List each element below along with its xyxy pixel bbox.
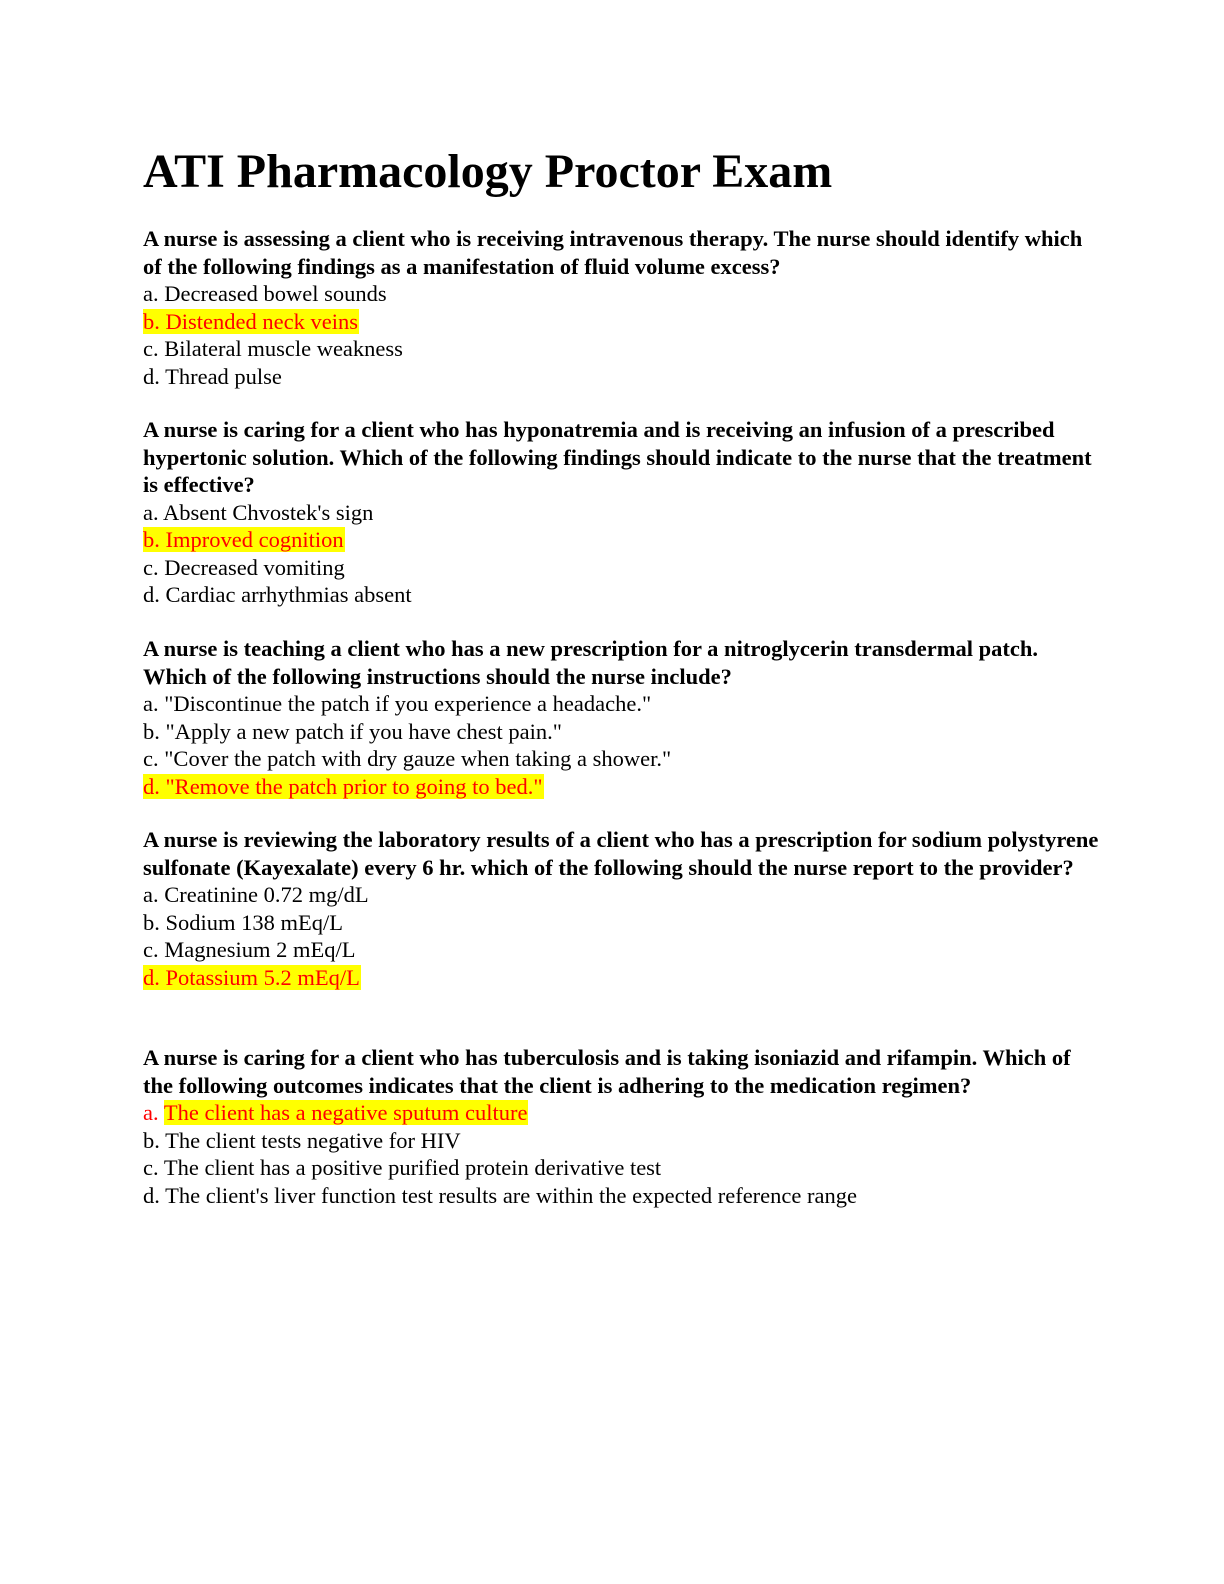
answer-option-d-correct: d. Potassium 5.2 mEq/L (143, 964, 1103, 992)
option-text: The client has a negative sputum culture (163, 1100, 528, 1125)
option-text: Potassium 5.2 mEq/L (165, 964, 360, 990)
correct-answer-highlight: b. Distended neck veins (143, 308, 359, 334)
option-letter: d. (143, 582, 160, 607)
option-letter: d. (143, 1182, 160, 1208)
answer-option-b: b. "Apply a new patch if you have chest … (143, 718, 1103, 746)
option-letter: a. (143, 882, 159, 907)
correct-answer-highlight: b. Improved cognition (143, 527, 345, 552)
correct-answer-highlight: d. Potassium 5.2 mEq/L (143, 964, 361, 990)
correct-answer-highlight: d. "Remove the patch prior to going to b… (143, 773, 544, 799)
option-text: Decreased vomiting (164, 554, 345, 580)
answer-option-a-correct: a. The client has a negative sputum cult… (143, 1099, 1103, 1127)
question-block: A nurse is reviewing the laboratory resu… (143, 826, 1103, 991)
answer-option-a: a. Creatinine 0.72 mg/dL (143, 881, 1103, 909)
answer-option-c: c. "Cover the patch with dry gauze when … (143, 745, 1103, 773)
answer-option-a: a. Decreased bowel sounds (143, 280, 1103, 308)
question-block: A nurse is caring for a client who has t… (143, 1044, 1103, 1209)
answer-option-d-correct: d. "Remove the patch prior to going to b… (143, 773, 1103, 801)
option-letter: c. (143, 1155, 159, 1180)
option-text: The client has a positive purified prote… (163, 1155, 662, 1180)
option-letter: c. (143, 937, 159, 962)
answer-option-b-correct: b. Distended neck veins (143, 308, 1103, 336)
question-prompt: A nurse is assessing a client who is rec… (143, 226, 1083, 279)
question-prompt: A nurse is caring for a client who has t… (143, 1045, 1071, 1098)
option-text: "Apply a new patch if you have chest pai… (165, 718, 562, 744)
question-block: A nurse is caring for a client who has h… (143, 416, 1103, 609)
question-prompt: A nurse is teaching a client who has a n… (143, 636, 1038, 689)
answer-option-b: b. The client tests negative for HIV (143, 1127, 1103, 1155)
option-text: The client tests negative for HIV (165, 1127, 461, 1153)
question-prompt: A nurse is reviewing the laboratory resu… (143, 827, 1099, 880)
option-text: "Remove the patch prior to going to bed.… (165, 773, 543, 799)
option-letter: b. (143, 308, 160, 334)
page-title: ATI Pharmacology Proctor Exam (143, 145, 833, 198)
option-text: Absent Chvostek's sign (163, 499, 374, 525)
option-letter: b. (143, 718, 160, 744)
option-letter: b. (143, 909, 160, 935)
option-letter: d. (143, 363, 160, 389)
answer-option-d: d. Cardiac arrhythmias absent (143, 581, 1103, 609)
option-text: Decreased bowel sounds (164, 281, 387, 306)
option-letter: d. (143, 773, 160, 799)
option-letter: c. (143, 554, 159, 580)
answer-option-b: b. Sodium 138 mEq/L (143, 909, 1103, 937)
option-letter: a. (143, 691, 159, 716)
answer-option-c: c. The client has a positive purified pr… (143, 1154, 1103, 1182)
answer-option-d: d. The client's liver function test resu… (143, 1182, 1103, 1210)
option-text: The client's liver function test results… (165, 1182, 857, 1208)
option-letter: c. (143, 746, 159, 771)
answer-option-a: a. "Discontinue the patch if you experie… (143, 690, 1103, 718)
option-text: Thread pulse (165, 363, 282, 389)
option-text: Bilateral muscle weakness (164, 336, 403, 361)
option-text: Improved cognition (165, 527, 344, 552)
option-letter: a. (143, 1100, 159, 1125)
answer-option-b-correct: b. Improved cognition (143, 526, 1103, 554)
option-text: Creatinine 0.72 mg/dL (164, 882, 369, 907)
question-prompt: A nurse is caring for a client who has h… (143, 417, 1092, 497)
answer-option-c: c. Magnesium 2 mEq/L (143, 936, 1103, 964)
option-text: Distended neck veins (165, 308, 358, 334)
correct-answer-highlight: The client has a negative sputum culture (163, 1100, 529, 1125)
option-letter: b. (143, 527, 160, 552)
answer-option-a: a. Absent Chvostek's sign (143, 499, 1103, 527)
question-block: A nurse is teaching a client who has a n… (143, 635, 1103, 800)
answer-option-c: c. Decreased vomiting (143, 554, 1103, 582)
option-letter: b. (143, 1127, 160, 1153)
option-letter: d. (143, 964, 160, 990)
option-letter: a. (143, 499, 159, 525)
answer-option-c: c. Bilateral muscle weakness (143, 335, 1103, 363)
question-block: A nurse is assessing a client who is rec… (143, 225, 1103, 390)
option-text: "Discontinue the patch if you experience… (164, 691, 652, 716)
option-text: Sodium 138 mEq/L (165, 909, 344, 935)
option-text: "Cover the patch with dry gauze when tak… (164, 746, 672, 771)
option-text: Magnesium 2 mEq/L (164, 937, 356, 962)
option-letter: a. (143, 281, 159, 306)
option-text: Cardiac arrhythmias absent (165, 582, 412, 607)
option-letter: c. (143, 336, 159, 361)
answer-option-d: d. Thread pulse (143, 363, 1103, 391)
